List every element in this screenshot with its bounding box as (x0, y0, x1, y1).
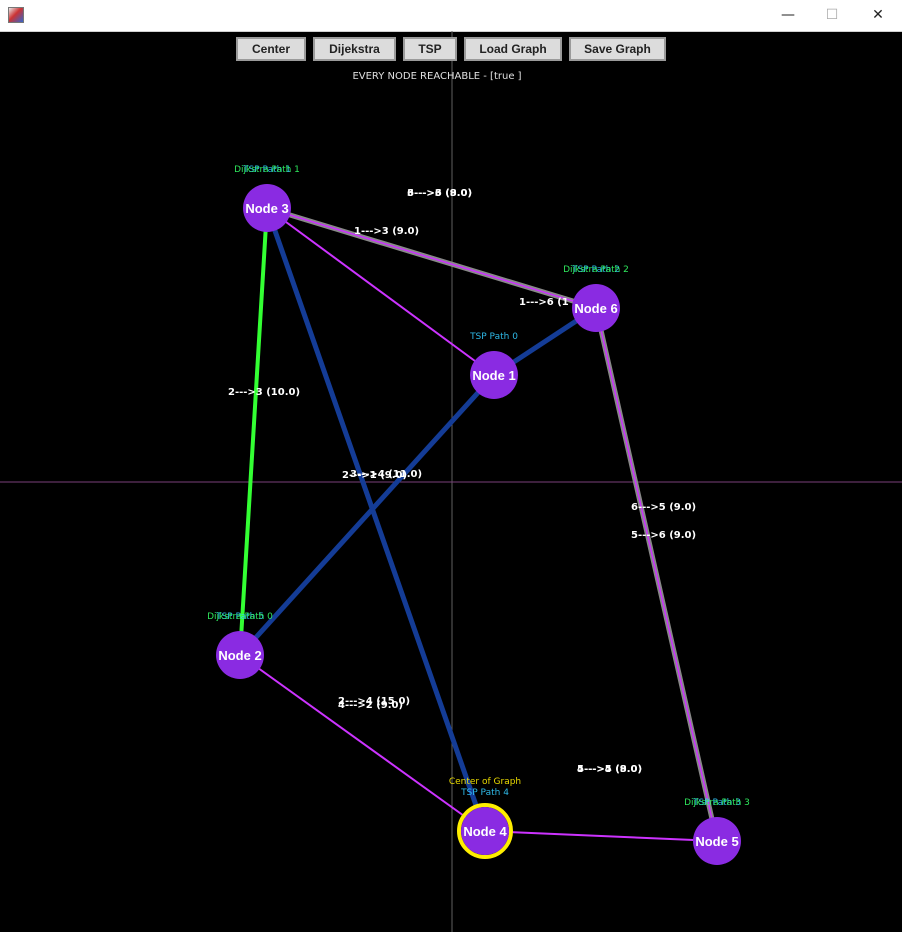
node-circle (470, 351, 518, 399)
node-annotation: Dijkstra Path 2 (563, 265, 629, 275)
node-circle (243, 184, 291, 232)
edge-3-2 (238, 206, 269, 657)
node-label: Node 6 (574, 301, 617, 316)
edge-4-5 (484, 830, 718, 842)
edge-weight-label: 3--->4 (11.0) (350, 469, 422, 480)
node-annotation: Dijkstra Path 1 (234, 165, 300, 175)
node-label: Node 4 (463, 824, 507, 839)
center-ring (457, 803, 513, 859)
node-annotation: TSP Path 3 (692, 798, 741, 808)
node-annotation: TSP Path 5 (215, 612, 264, 622)
center-button[interactable]: Center (236, 37, 306, 61)
node-annotation: TSP Path 2 (571, 265, 620, 275)
edge-weight-label: 6--->3 (8.0) (407, 188, 472, 199)
node-circle (216, 631, 264, 679)
node-label: Node 3 (245, 201, 288, 216)
node-annotation: Dijkstra Path 3 (684, 798, 750, 808)
dijkstra-button[interactable]: Dijekstra (313, 37, 396, 61)
edge-2-1 (237, 372, 497, 658)
node-annotation: Center of Graph (449, 777, 521, 787)
node-annotation: TSP Path 4 (460, 788, 509, 798)
title-bar: — ☐ ✕ (0, 0, 902, 32)
node-circle (572, 284, 620, 332)
close-button[interactable]: ✕ (872, 7, 884, 23)
edge-weight-label: 6--->5 (9.0) (631, 502, 696, 513)
edge-2-4 (239, 654, 486, 832)
tsp-button[interactable]: TSP (403, 37, 457, 61)
edge-weight-label: 4--->2 (9.0) (338, 700, 403, 711)
edge-weight-label: 1--->6 (1 (519, 297, 569, 308)
node-annotation: TSP Path 1 (242, 165, 291, 175)
node-label: Node 2 (218, 648, 261, 663)
edge-weight-label: 2--->1 (9.0) (342, 470, 407, 481)
edge-weight-label: 5--->4 (8.0) (577, 764, 642, 775)
save-graph-button[interactable]: Save Graph (569, 37, 666, 61)
edge-3-6-overlay (266, 207, 597, 309)
edge-3-4 (264, 205, 488, 834)
edge-weight-label: 2--->3 (10.0) (228, 387, 300, 398)
node-annotation: Dijkstra Path 0 (207, 612, 273, 622)
load-graph-button[interactable]: Load Graph (464, 37, 562, 61)
edge-3-1 (266, 207, 495, 376)
edge-weight-label: 3--->6 (9.0) (407, 188, 472, 199)
node-label: Node 5 (695, 834, 738, 849)
java-app-icon (8, 7, 24, 23)
reachability-status: EVERY NODE REACHABLE - [true ] (352, 71, 522, 82)
edge-weight-label: 1--->3 (9.0) (354, 226, 419, 237)
minimize-button[interactable]: — (781, 7, 795, 23)
edge-weight-label: 4--->5 (9.0) (577, 764, 642, 775)
node-circle (693, 817, 741, 865)
edge-6-5-overlay (595, 307, 718, 842)
node-annotation: TSP Path 0 (469, 332, 518, 342)
node-circle (461, 807, 509, 855)
edge-weight-label: 5--->6 (9.0) (631, 530, 696, 541)
edge-weight-label: 2--->4 (15.0) (338, 696, 410, 707)
node-label: Node 1 (472, 368, 515, 383)
maximize-button[interactable]: ☐ (825, 7, 839, 23)
